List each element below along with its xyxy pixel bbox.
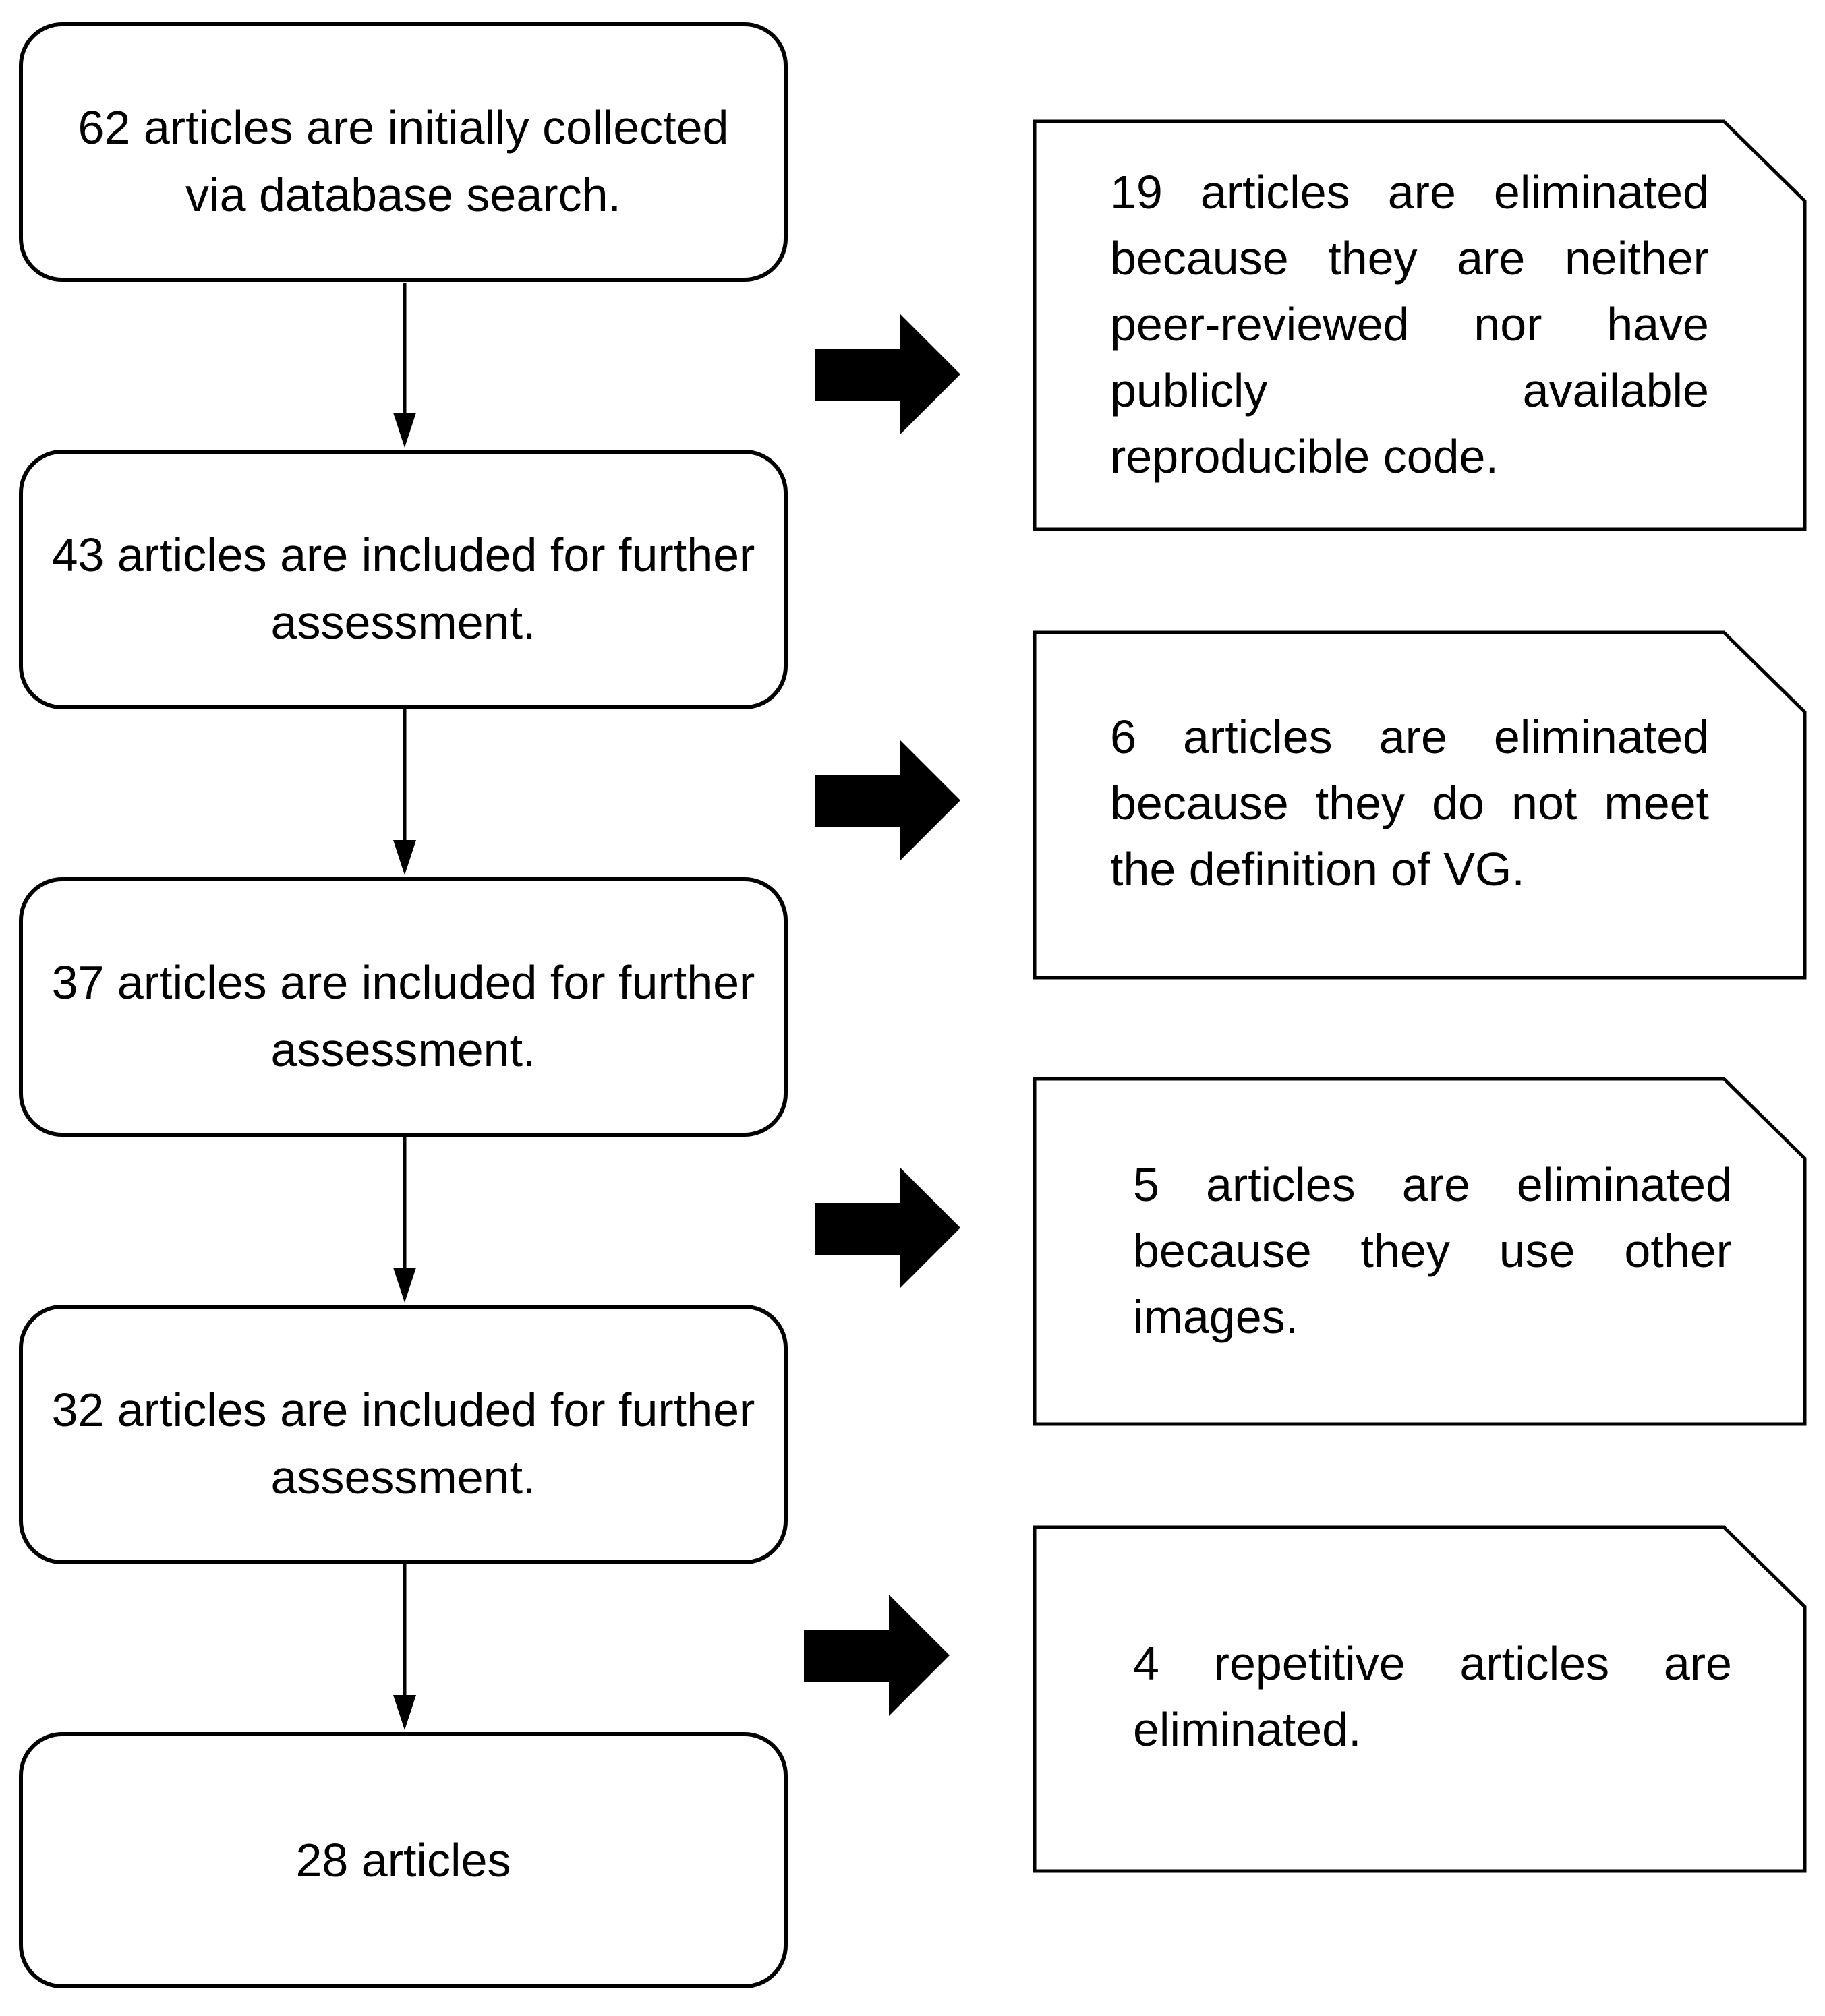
exclusion-text-4: 4 repetitive articles are eliminated. (1133, 1637, 1732, 1756)
step-text-4: 32 articles are included for further ass… (51, 1384, 755, 1504)
step-connector-3 (393, 1137, 416, 1303)
exclusion-arrow-3 (815, 1167, 960, 1288)
exclusion-text-2: 6 articles are eliminated because they d… (1110, 711, 1709, 895)
exclusion-note-4 (1033, 1525, 1807, 1873)
exclusion-note-2 (1033, 630, 1807, 980)
step-text-3: 37 articles are included for further ass… (51, 956, 755, 1076)
exclusion-text-1: 19 articles are eliminated because they … (1110, 166, 1709, 483)
step-box-1: 62 articles are initially collected via … (19, 22, 788, 282)
exclusion-text-3: 5 articles are eliminated because they u… (1133, 1158, 1732, 1343)
connector-arrowhead-4 (393, 1695, 416, 1730)
exclusion-note-3 (1033, 1077, 1807, 1426)
step-connector-2 (393, 709, 416, 875)
connector-arrowhead-3 (393, 1268, 416, 1303)
connector-arrowhead-2 (393, 840, 416, 875)
step-box-3: 37 articles are included for further ass… (19, 877, 788, 1137)
step-connector-1 (393, 283, 416, 448)
step-box-5: 28 articles (19, 1732, 788, 1988)
step-connector-4 (393, 1564, 416, 1730)
exclusion-note-1 (1033, 119, 1807, 531)
connector-arrowhead-1 (393, 413, 416, 448)
step-box-2: 43 articles are included for further ass… (19, 450, 788, 709)
step-box-4: 32 articles are included for further ass… (19, 1305, 788, 1564)
step-text-1: 62 articles are initially collected via … (78, 101, 729, 221)
step-text-2: 43 articles are included for further ass… (51, 529, 755, 649)
exclusion-arrow-4 (804, 1595, 950, 1716)
step-text-5: 28 articles (295, 1834, 511, 1887)
exclusion-arrow-1 (815, 314, 960, 435)
exclusion-arrow-2 (815, 740, 960, 861)
